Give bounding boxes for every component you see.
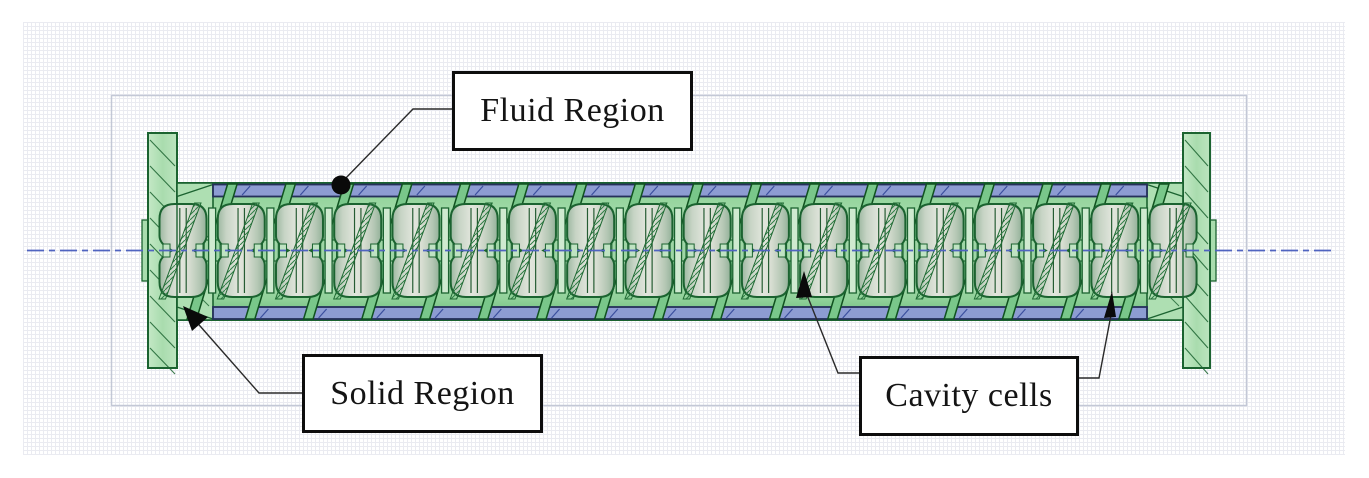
fluid-leader-dot-icon xyxy=(331,175,351,195)
flange-hatch-line xyxy=(1184,321,1209,349)
cavity-cells-right-leader xyxy=(1073,314,1112,379)
cavity-left-arrowhead-icon xyxy=(796,271,812,298)
fluid-band-hatch xyxy=(882,185,892,196)
helix-hatched-strip xyxy=(333,202,377,300)
cavity-cells-left-leader xyxy=(806,294,860,374)
fluid-band-hatch xyxy=(609,308,619,319)
flange-hatch-line xyxy=(149,139,176,167)
callout-solid-region: Solid Region xyxy=(302,354,543,433)
fluid-region-leader xyxy=(342,108,452,182)
fluid-band-hatch xyxy=(649,185,659,196)
fluid-band-hatch xyxy=(259,308,269,319)
fluid-band-hatch xyxy=(707,185,717,196)
fluid-band-hatch xyxy=(591,185,601,196)
flange-hatch-line xyxy=(149,295,176,323)
helix-hatched-strip xyxy=(565,202,610,300)
fluid-band-hatch xyxy=(492,308,502,319)
fluid-band-hatch xyxy=(958,308,968,319)
fluid-band-hatch xyxy=(784,308,793,319)
flange-hatch-line xyxy=(1184,191,1209,219)
flange-hatch-line xyxy=(149,347,176,375)
fluid-band-hatch xyxy=(824,185,833,196)
helix-hatched-strip xyxy=(158,202,202,300)
solid-region-label: Solid Region xyxy=(330,374,515,412)
flange-hatch-line xyxy=(1184,165,1209,193)
fluid-band-hatch xyxy=(474,185,484,196)
fluid-band-hatch xyxy=(376,308,386,319)
fluid-band-hatch xyxy=(842,308,852,319)
fluid-band-hatch xyxy=(1115,185,1125,196)
solid-leader-arrowhead-icon xyxy=(183,306,208,331)
fluid-region-label: Fluid Region xyxy=(480,92,665,129)
flange-hatch-line xyxy=(149,165,176,193)
fluid-band-hatch xyxy=(998,185,1008,196)
hub-chamfer-line xyxy=(1146,306,1184,320)
fluid-band-hatch xyxy=(241,185,251,196)
fluid-band-hatch xyxy=(318,308,328,319)
fluid-band-hatch xyxy=(434,308,444,319)
fluid-band-hatch xyxy=(1017,308,1026,319)
cavity-cells-label: Cavity cells xyxy=(885,377,1053,414)
flange-hatch-line xyxy=(149,321,176,349)
fluid-band-hatch xyxy=(416,185,426,196)
fluid-band-hatch xyxy=(358,185,368,196)
hub-chamfer-line xyxy=(176,183,214,198)
cavity-cells-group xyxy=(158,197,1198,306)
fluid-band-hatch xyxy=(667,308,677,319)
flange-hatch-line xyxy=(1184,139,1209,167)
callout-cavity-cells: Cavity cells xyxy=(859,356,1079,436)
fluid-band-bottom xyxy=(212,306,1148,320)
callout-leaders xyxy=(183,108,1116,394)
fluid-channel-bands xyxy=(212,183,1148,320)
flange-hatch-line xyxy=(1184,295,1209,323)
fluid-band-hatch xyxy=(940,185,950,196)
cavity-right-arrowhead-icon xyxy=(1104,291,1116,318)
solid-region-leader xyxy=(192,317,303,394)
fluid-band-hatch xyxy=(1075,308,1085,319)
fluid-band-hatch xyxy=(725,308,735,319)
helix-hatched-strip xyxy=(1148,202,1192,300)
fluid-band-hatch xyxy=(765,185,775,196)
fluid-band-hatch xyxy=(532,185,542,196)
fluid-band-hatch xyxy=(299,185,309,196)
callout-fluid-region: Fluid Region xyxy=(452,71,693,151)
fluid-band-top xyxy=(212,183,1148,198)
flange-hatch-line xyxy=(1184,347,1209,375)
fluid-band-hatch xyxy=(551,308,561,319)
fluid-band-hatch xyxy=(900,308,910,319)
helix-hatched-strip xyxy=(915,202,959,300)
fluid-band-hatch xyxy=(1057,185,1066,196)
helix-hatched-strip xyxy=(682,202,726,300)
helix-hatched-strip xyxy=(1090,202,1134,300)
